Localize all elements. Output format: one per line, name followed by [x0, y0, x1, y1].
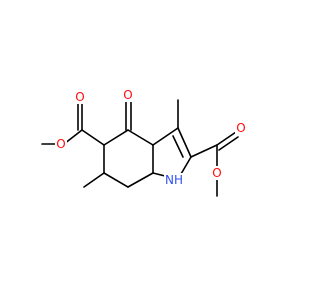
bond-c7a-c7 — [127, 172, 154, 188]
bond-c3-c2 — [177, 127, 192, 158]
bond-c3-c2-inner — [172, 135, 184, 158]
atom-label-o-ester5-carbonyl: O — [75, 90, 84, 104]
structure-canvas: O O O O O NH — [41, 88, 247, 197]
bond-c-ester2-o-carbonyl — [216, 131, 237, 146]
bond-c2-c-ester2 — [190, 144, 218, 158]
molecule-structure: O O O O O NH — [41, 88, 247, 197]
bond-c4-c3a — [127, 129, 154, 146]
bonds — [41, 99, 239, 197]
bond-c6-methyl — [83, 172, 105, 188]
bond-c5-c4 — [103, 129, 129, 146]
atom-ester5-carbonyl-o: O — [74, 90, 86, 104]
atom-label-o-ester5-ether: O — [56, 137, 65, 151]
atom-label-o-ester2-carbonyl: O — [236, 121, 245, 135]
atom-label-o-ketone: O — [123, 88, 132, 102]
bond-c-ester5-c5 — [81, 129, 105, 146]
atom-ester2-ether-o: O — [211, 166, 223, 180]
atom-label-nh: NH — [165, 173, 183, 187]
atom-ketone-o: O — [122, 88, 134, 102]
bond-c7-c6 — [103, 172, 129, 188]
atom-ring-nh: NH — [164, 173, 184, 187]
atom-ester5-ether-o: O — [55, 137, 67, 151]
atom-ester2-carbonyl-o: O — [235, 121, 247, 135]
atom-labels: O O O O O NH — [55, 88, 247, 187]
bond-c3a-c3 — [152, 127, 179, 146]
atom-label-o-ester2-ether: O — [212, 166, 221, 180]
bond-c-ester2-o-carbonyl-2 — [218, 136, 239, 151]
bond-c2-n1 — [180, 156, 192, 175]
